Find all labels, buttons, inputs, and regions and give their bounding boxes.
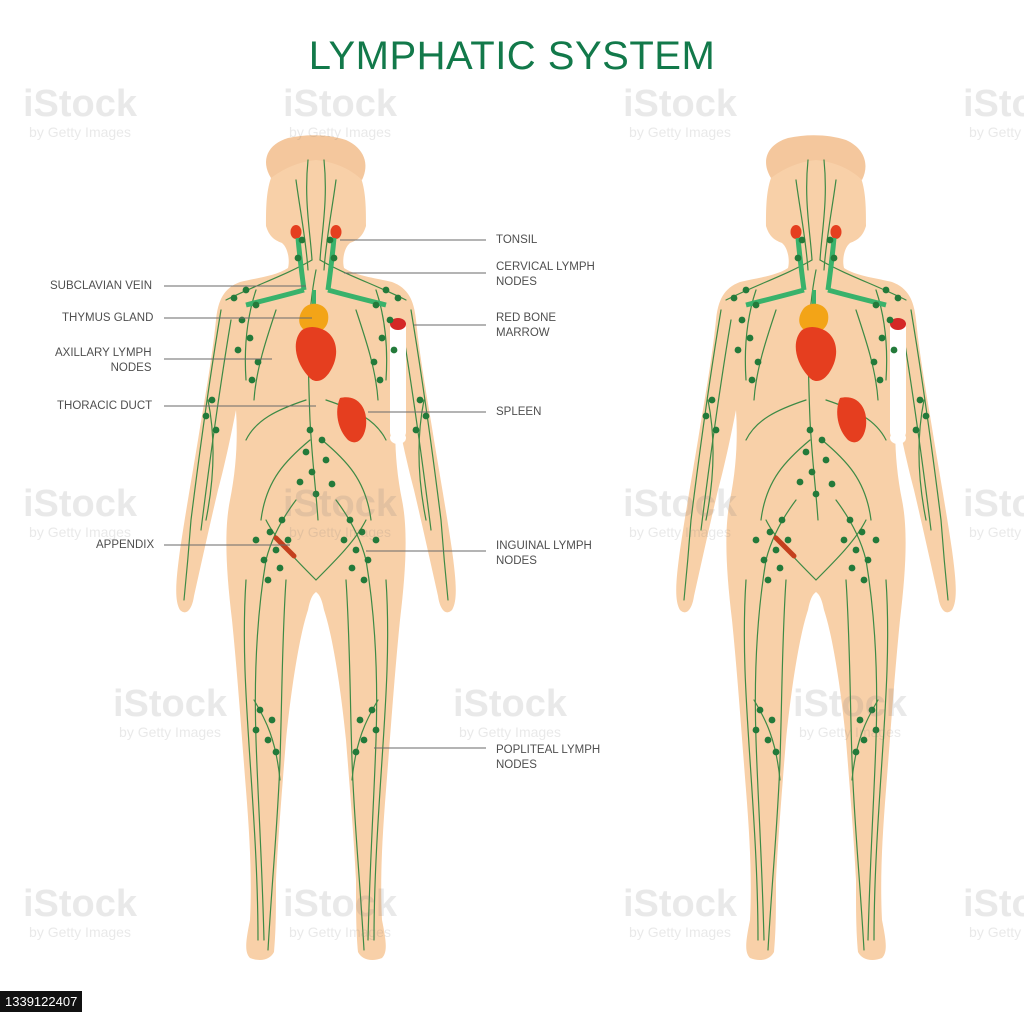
watermark-credit: by Getty Images <box>629 924 731 940</box>
page-title: LYMPHATIC SYSTEM <box>308 34 716 78</box>
label-inguinal-lymph-nodes: INGUINAL LYMPH NODES <box>496 540 592 567</box>
label-thymus-gland: THYMUS GLAND <box>62 312 154 324</box>
watermark-brand: iStock <box>22 883 138 925</box>
watermark-credit: by Getty Images <box>29 124 131 140</box>
label-red-bone-marrow: RED BONE MARROW <box>496 312 557 339</box>
watermark-credit: by Getty Images <box>29 924 131 940</box>
label-popliteal-lymph-nodes: POPLITEAL LYMPH NODES <box>496 744 601 771</box>
watermark-credit: by Getty Images <box>969 124 1024 140</box>
watermark-brand: iStock <box>452 683 568 725</box>
watermark-brand: iStock <box>22 483 138 525</box>
label-subclavian-vein: SUBCLAVIAN VEIN <box>50 280 153 292</box>
watermark-brand: iStock <box>962 883 1024 925</box>
leader-lines-right <box>340 239 486 749</box>
figure-unlabeled <box>676 135 956 960</box>
stock-id-badge: 1339122407 <box>0 991 83 1012</box>
watermark-credit: by Getty Images <box>289 524 391 540</box>
watermark-credit: by Getty Images <box>119 724 221 740</box>
watermark-credit: by Getty Images <box>799 724 901 740</box>
watermark-credit: by Getty Images <box>969 524 1024 540</box>
label-cervical-lymph-nodes: CERVICAL LYMPH NODES <box>496 261 595 288</box>
label-axillary-lymph-nodes: AXILLARY LYMPH NODES <box>55 347 152 374</box>
watermark-brand: iStock <box>622 483 738 525</box>
watermark-credit: by Getty Images <box>629 124 731 140</box>
watermark-brand: iStock <box>112 683 228 725</box>
watermark-brand: iStock <box>22 83 138 125</box>
watermark-brand: iStock <box>962 483 1024 525</box>
watermark-brand: iStock <box>282 883 398 925</box>
watermark-brand: iStock <box>962 83 1024 125</box>
watermark-credit: by Getty Images <box>459 724 561 740</box>
label-appendix: APPENDIX <box>96 539 155 551</box>
leader-lines-left <box>164 285 316 546</box>
watermark-brand: iStock <box>282 483 398 525</box>
watermark-brand: iStock <box>622 883 738 925</box>
figure-labeled <box>176 135 456 960</box>
watermark-brand: iStock <box>282 83 398 125</box>
watermark-credit: by Getty Images <box>629 524 731 540</box>
watermark-credit: by Getty Images <box>969 924 1024 940</box>
label-spleen: SPLEEN <box>496 406 542 418</box>
watermark-brand: iStock <box>792 683 908 725</box>
label-thoracic-duct: THORACIC DUCT <box>57 400 153 412</box>
watermark-credit: by Getty Images <box>289 924 391 940</box>
watermark-credit: by Getty Images <box>29 524 131 540</box>
label-tonsil: TONSIL <box>496 234 538 246</box>
watermark-credit: by Getty Images <box>289 124 391 140</box>
watermark-brand: iStock <box>622 83 738 125</box>
